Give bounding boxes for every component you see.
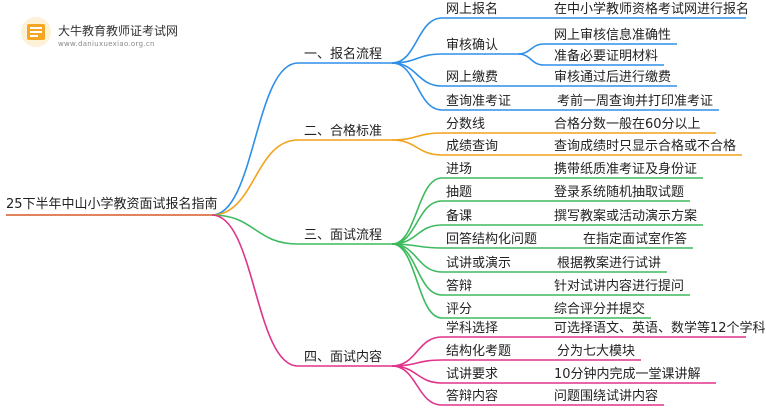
branch-link-0 (211, 62, 299, 216)
item-key-3-1: 结构化考题 (446, 344, 512, 359)
branch-label-3: 四、面试内容 (304, 350, 383, 365)
item-value-3-3-0: 问题围绕试讲内容 (554, 389, 659, 404)
branch-label-1: 二、合格标准 (304, 124, 383, 139)
logo-title: 大牛教育教师证考试网 (58, 24, 179, 38)
item-key-0-1: 审核确认 (446, 38, 499, 53)
item-key-2-6: 评分 (446, 302, 473, 317)
item-link-3-0 (391, 336, 443, 367)
root-label: 25下半年中山小学教资面试报名指南 (6, 197, 218, 212)
item-key-2-0: 进场 (446, 162, 473, 177)
item-key-1-0: 分数线 (446, 117, 486, 132)
item-key-2-2: 备课 (446, 209, 473, 224)
branch-link-3 (211, 214, 299, 367)
item-link-3-2 (391, 365, 443, 384)
mindmap: 大牛教育教师证考试网 www.daniuxuexiao.org.cn 25下半年… (6, 2, 766, 406)
item-value-0-3-0: 考前一周查询并打印准考证 (557, 94, 714, 109)
item-key-2-4: 试讲或演示 (446, 256, 512, 271)
item-link-2-6 (391, 243, 443, 319)
logo-url: www.daniuxuexiao.org.cn (58, 40, 155, 48)
item-key-0-3: 查询准考证 (446, 94, 512, 109)
branch-link-1 (211, 139, 299, 216)
item-key-0-0: 网上报名 (446, 2, 499, 17)
item-key-2-3: 回答结构化问题 (446, 232, 538, 247)
item-value-0-1-1: 准备必要证明材料 (554, 49, 659, 64)
value-link-0-1-1 (517, 53, 545, 66)
item-link-3-1 (391, 359, 443, 367)
item-link-1-1 (391, 139, 443, 156)
value-link-0-1-0 (517, 43, 545, 55)
item-value-3-1-0: 分为七大模块 (557, 344, 636, 359)
item-key-3-0: 学科选择 (446, 321, 499, 336)
item-link-0-3 (391, 62, 443, 111)
item-value-2-4-0: 根据教案进行试讲 (557, 256, 662, 271)
branch-label-0: 一、报名流程 (304, 47, 383, 62)
item-key-1-1: 成绩查询 (446, 139, 499, 154)
item-link-1-0 (391, 132, 443, 141)
logo: 大牛教育教师证考试网 www.daniuxuexiao.org.cn (18, 10, 178, 50)
item-value-1-1-0: 查询成绩时只显示合格或不合格 (554, 139, 737, 154)
item-value-0-1-0: 网上审核信息准确性 (554, 28, 672, 43)
item-key-3-3: 答辩内容 (446, 389, 499, 404)
connector-lines (6, 17, 746, 406)
item-link-0-2 (391, 62, 443, 87)
item-value-2-1-0: 登录系统随机抽取试题 (554, 185, 685, 200)
item-link-0-0 (391, 17, 443, 64)
item-link-2-1 (391, 200, 443, 245)
item-link-2-5 (391, 243, 443, 296)
branch-label-2: 三、面试流程 (304, 228, 383, 243)
item-value-2-6-0: 综合评分并提交 (554, 302, 646, 317)
item-key-3-2: 试讲要求 (446, 367, 499, 382)
item-value-2-5-0: 针对试讲内容进行提问 (554, 279, 685, 294)
item-link-3-3 (391, 365, 443, 406)
branch-link-2 (211, 214, 299, 245)
book-icon (21, 17, 51, 47)
item-value-3-0-0: 可选择语文、英语、数学等12个学科 (554, 321, 766, 336)
item-value-3-2-0: 10分钟内完成一堂课讲解 (554, 367, 701, 382)
item-key-2-5: 答辩 (446, 279, 473, 294)
item-value-0-0-0: 在中小学教师资格考试网进行报名 (554, 2, 750, 17)
item-value-2-2-0: 撰写教案或活动演示方案 (554, 209, 698, 224)
item-value-2-0-0: 携带纸质准考证及身份证 (554, 162, 698, 177)
item-key-0-2: 网上缴费 (446, 70, 499, 85)
item-value-1-0-0: 合格分数一般在60分以上 (554, 117, 701, 132)
item-value-2-3-0: 在指定面试室作答 (583, 232, 688, 247)
item-key-2-1: 抽题 (446, 185, 473, 200)
item-link-2-0 (391, 177, 443, 245)
item-value-0-2-0: 审核通过后进行缴费 (554, 70, 672, 85)
